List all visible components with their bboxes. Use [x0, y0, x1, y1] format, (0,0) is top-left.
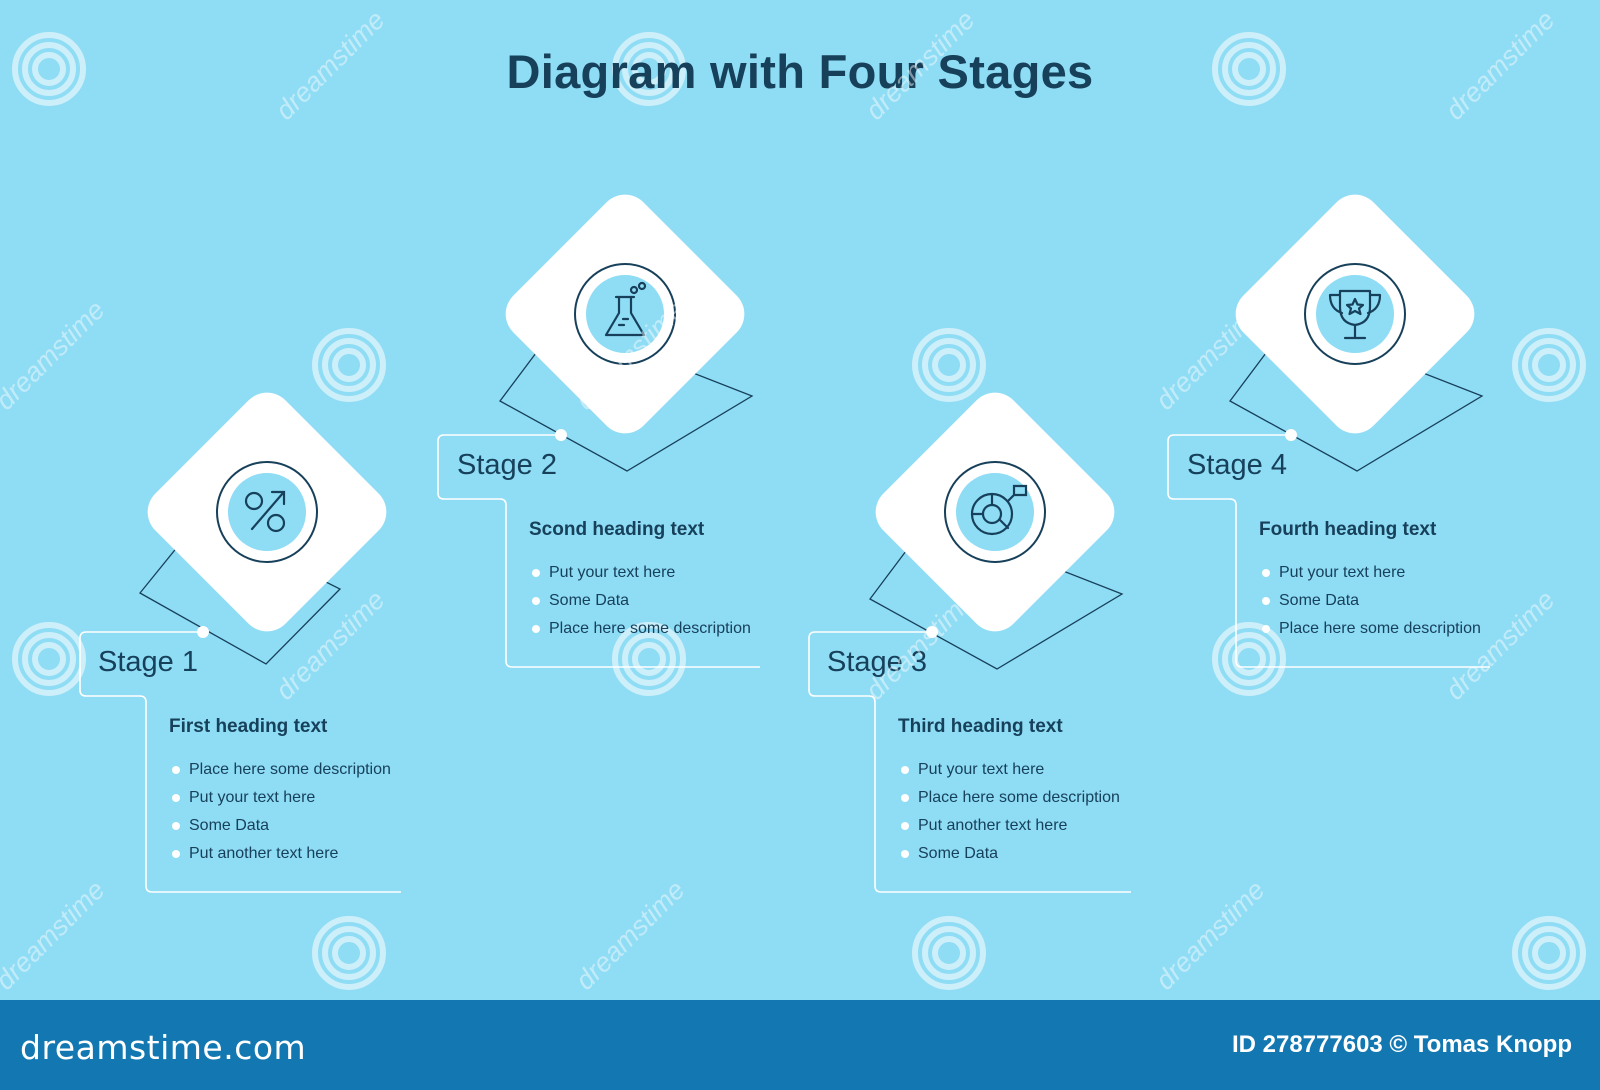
list-item: Put your text here [898, 760, 1120, 788]
stage-1-icon-badge [216, 461, 318, 563]
stage-1-dot [197, 626, 209, 638]
list-item: Place here some description [898, 788, 1120, 816]
watermark-spiral-icon [1512, 328, 1586, 402]
list-item: Place here some description [1259, 619, 1481, 647]
list-item: Put your text here [1259, 563, 1481, 591]
stage-3-heading: Third heading text [898, 716, 1063, 737]
ring-chart-icon [970, 484, 1028, 536]
stage-1-connector [79, 631, 401, 893]
list-item: Some Data [169, 816, 391, 844]
list-item: Place here some description [169, 760, 391, 788]
watermark-spiral-icon [912, 328, 986, 402]
stage-2-connector [437, 434, 760, 668]
stage-4-connector [1167, 434, 1490, 668]
stage-1-bullets: Place here some description Put your tex… [169, 760, 391, 872]
watermark-spiral-icon [612, 32, 686, 106]
list-item: Put your text here [529, 563, 751, 591]
stage-2-bullets: Put your text here Some Data Place here … [529, 563, 751, 647]
watermark-spiral-icon [612, 622, 686, 696]
watermark-spiral-icon [912, 916, 986, 990]
stage-2-label: Stage 2 [457, 449, 557, 481]
stage-4-dot [1285, 429, 1297, 441]
stage-3-label: Stage 3 [827, 646, 927, 678]
stage-2-heading: Scond heading text [529, 519, 705, 540]
stage-4-bullets: Put your text here Some Data Place here … [1259, 563, 1481, 647]
list-item: Put your text here [169, 788, 391, 816]
flask-icon [604, 281, 647, 337]
percent-arrow-icon [244, 490, 286, 533]
stage-2-icon-badge [574, 263, 676, 365]
list-item: Some Data [898, 844, 1120, 872]
stage-4-label: Stage 4 [1187, 449, 1287, 481]
watermark-spiral-icon [1212, 32, 1286, 106]
stage-3-icon-badge [944, 461, 1046, 563]
watermark-spiral-icon [12, 32, 86, 106]
stage-1-heading: First heading text [169, 716, 328, 737]
watermark-spiral-icon [312, 916, 386, 990]
list-item: Put another text here [898, 816, 1120, 844]
watermark-spiral-icon [1212, 622, 1286, 696]
list-item: Some Data [529, 591, 751, 619]
watermark-spiral-icon [12, 622, 86, 696]
stage-3-bullets: Put your text here Place here some descr… [898, 760, 1120, 872]
watermark-footer: dreamstime.com ID 278777603 © Tomas Knop… [0, 1000, 1600, 1090]
list-item: Some Data [1259, 591, 1481, 619]
stage-1-label: Stage 1 [98, 646, 198, 678]
stage-2-dot [555, 429, 567, 441]
diagram-canvas: Diagram with Four Stages [0, 5, 1586, 996]
list-item: Put another text here [169, 844, 391, 872]
watermark-spiral-icon [1512, 916, 1586, 990]
diagram-title: Diagram with Four Stages [506, 45, 1094, 98]
list-item: Place here some description [529, 619, 751, 647]
stage-4-icon-badge [1304, 263, 1406, 365]
stage-4-heading: Fourth heading text [1259, 519, 1437, 540]
image-credit: ID 278777603 © Tomas Knopp [1231, 1031, 1572, 1058]
trophy-icon [1328, 289, 1382, 340]
watermark-site: dreamstime.com [20, 1028, 307, 1067]
stage-3-dot [926, 626, 938, 638]
stage-3-connector [808, 631, 1131, 893]
watermark-spiral-icon [312, 328, 386, 402]
